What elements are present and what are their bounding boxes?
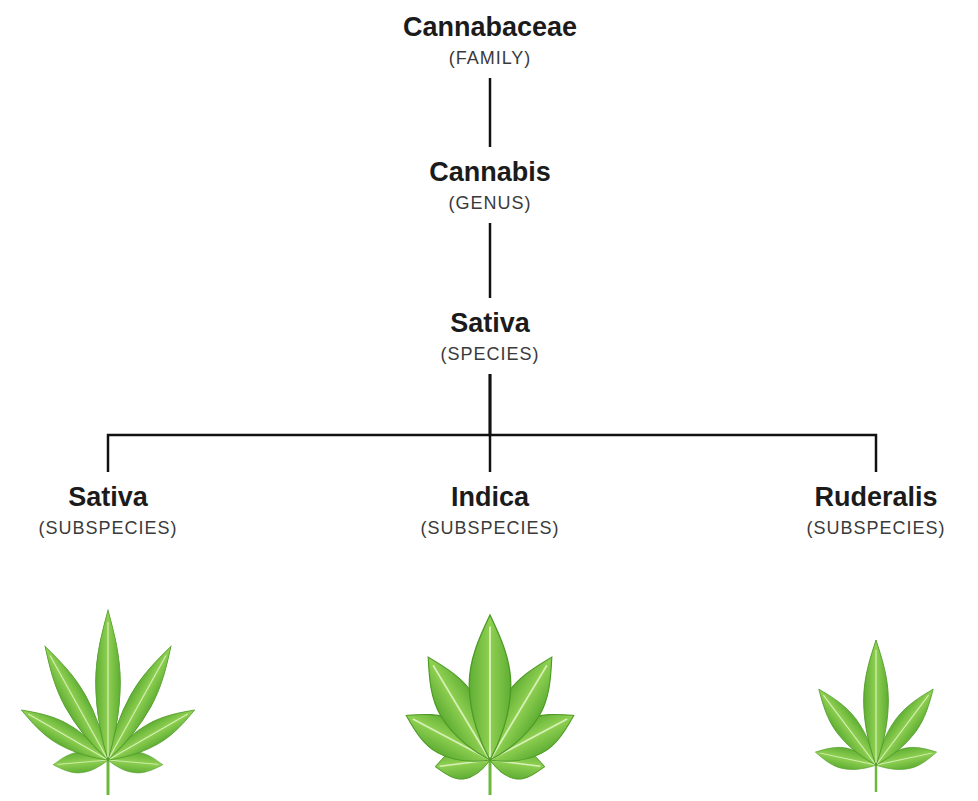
leaf-stem (875, 765, 878, 792)
taxon-node: Cannabis (GENUS) (425, 154, 555, 216)
tree-connector (108, 374, 490, 472)
tree-connector (489, 78, 492, 147)
taxon-name: Indica (420, 481, 559, 513)
tree-connector (490, 374, 876, 472)
rank-label: (SPECIES) (440, 343, 539, 365)
taxon-node: Indica (SUBSPECIES) (416, 479, 563, 541)
taxon-name: Sativa (440, 307, 539, 339)
rank-label: (SUBSPECIES) (420, 517, 559, 539)
ruderalis-leaf (809, 640, 942, 792)
sativa-leaf (16, 610, 200, 795)
leaf-stem (489, 760, 492, 795)
leaf-stem (107, 760, 110, 795)
rank-label: (GENUS) (429, 192, 551, 214)
taxon-name: Cannabis (429, 156, 551, 188)
rank-label: (SUBSPECIES) (806, 517, 945, 539)
rank-label: (SUBSPECIES) (38, 517, 177, 539)
taxon-node: Sativa (SPECIES) (436, 305, 543, 367)
taxon-name: Ruderalis (806, 481, 945, 513)
rank-label: (FAMILY) (403, 47, 577, 69)
taxon-node: Cannabaceae (FAMILY) (399, 9, 581, 71)
tree-connector (489, 223, 492, 298)
indica-leaf (398, 615, 583, 795)
taxon-name: Cannabaceae (403, 11, 577, 43)
taxon-node: Sativa (SUBSPECIES) (34, 479, 181, 541)
taxon-node: Ruderalis (SUBSPECIES) (802, 479, 949, 541)
taxon-name: Sativa (38, 481, 177, 513)
